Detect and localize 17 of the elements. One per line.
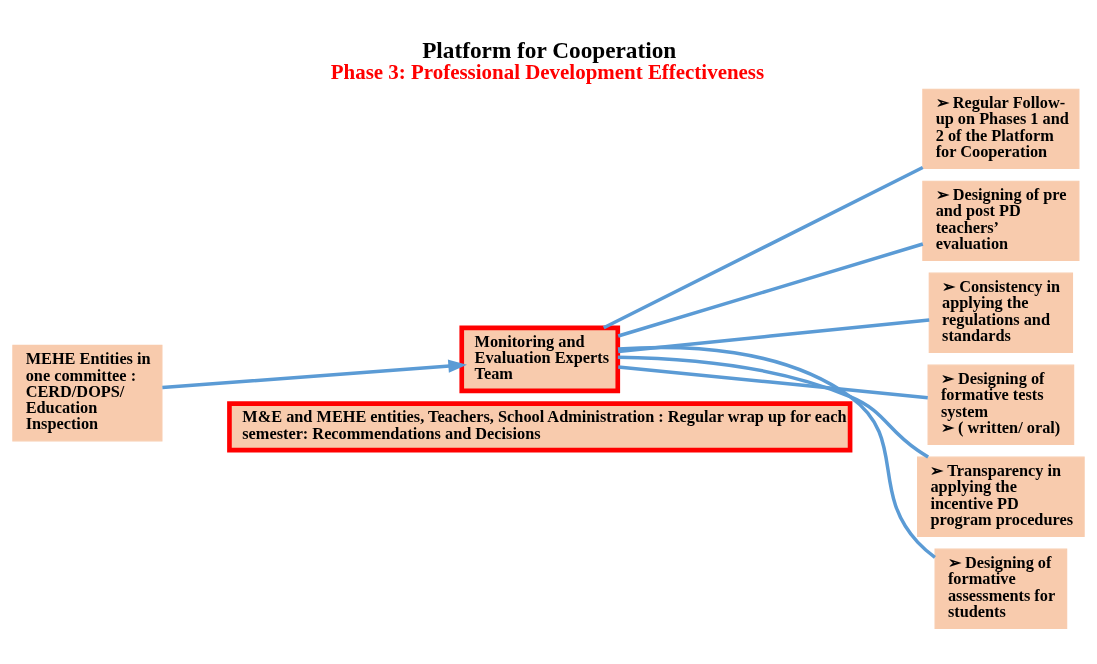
node-box: ➢ Consistency in applying the regulations and standards <box>928 272 1074 353</box>
arrow <box>162 359 467 390</box>
node-box: ➢ Designing of formative tests system ➢ ( written/ oral) <box>927 364 1075 445</box>
connector <box>617 242 924 338</box>
node-box: ➢ Designing of pre and post PD teachers’ evaluation <box>922 180 1080 261</box>
node-box: ➢ Designing of formative assessments for students <box>934 548 1068 629</box>
connector <box>617 345 936 559</box>
connector <box>618 365 928 400</box>
node-box: Monitoring and Evaluation Experts Team <box>459 325 621 394</box>
node-box: MEHE Entities in one committee : CERD/DOPS/ Education Inspection <box>12 344 163 442</box>
diagram-title: Platform for Cooperation <box>422 36 677 63</box>
connector <box>602 165 924 330</box>
node-box: ➢ Regular Follow-up on Phases 1 and 2 of the Platform for Cooperation <box>922 88 1080 169</box>
node-box: M&E and MEHE entities, Teachers, School Administration : Regular wrap up for each semester: Recommendations and Decisions <box>227 401 853 453</box>
connector <box>618 318 930 354</box>
connector <box>617 355 930 459</box>
node-box: ➢ Transparency in applying the incentive PD program procedures <box>917 456 1085 537</box>
